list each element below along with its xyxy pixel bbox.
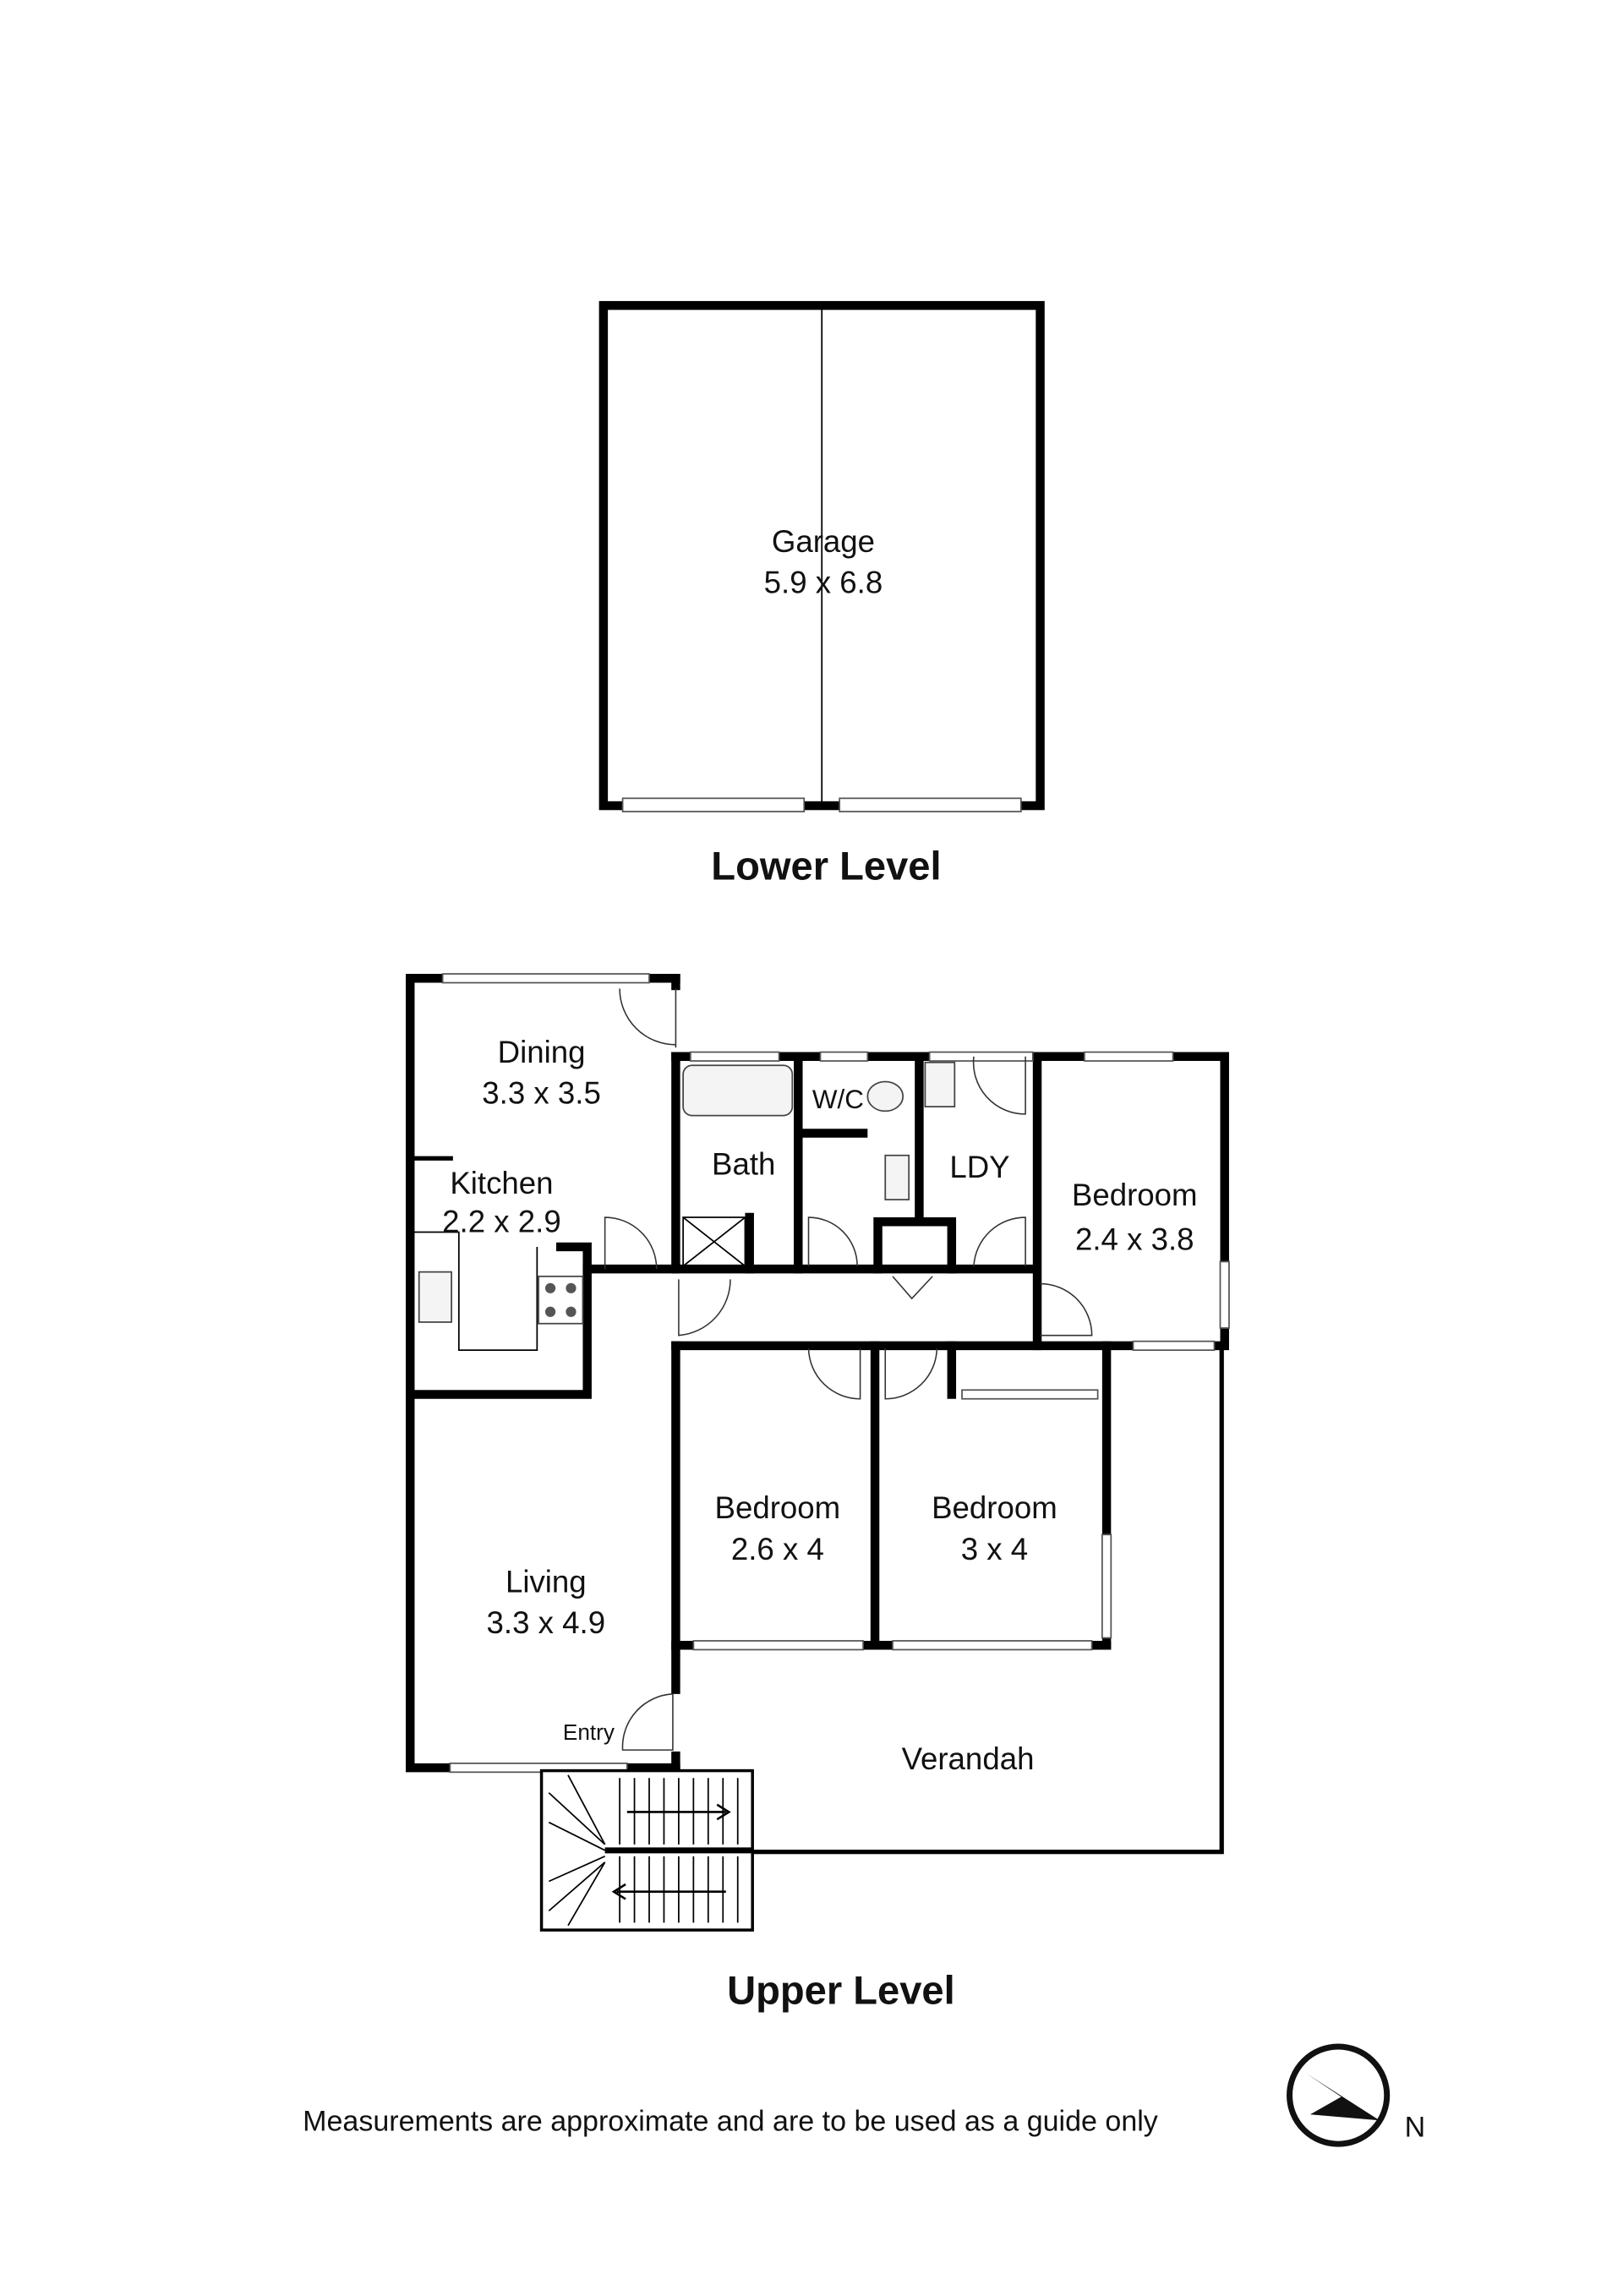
stair-arrow-icon [626, 1803, 731, 1821]
entry-door-swing [621, 1693, 674, 1751]
bedroom-east-size: 2.4 x 3.8 [1075, 1222, 1194, 1256]
compass-icon [1287, 2043, 1391, 2147]
window [961, 1389, 1099, 1400]
window [1132, 1340, 1216, 1351]
dining-size: 3.3 x 3.5 [482, 1076, 601, 1111]
upper-level-title: Upper Level [727, 1967, 955, 2012]
cooktop [538, 1275, 584, 1325]
garage-size: 5.9 x 6.8 [764, 566, 883, 600]
toilet [866, 1080, 904, 1112]
lower-level-plan: Garage 5.9 x 6.8 Lower Level [598, 301, 1045, 888]
window [1219, 1260, 1230, 1329]
window [1084, 1051, 1174, 1062]
door-swing [973, 1216, 1026, 1266]
bathtub [682, 1064, 794, 1117]
window [928, 1051, 1034, 1062]
shower [682, 1216, 746, 1267]
door-swing [807, 1348, 861, 1400]
bedroom-south-size: 3 x 4 [961, 1532, 1028, 1566]
window [1101, 1533, 1112, 1639]
north-label: N [1405, 2111, 1426, 2143]
laundry-label: LDY [949, 1150, 1009, 1184]
door-swing [619, 988, 677, 1048]
window [690, 1051, 780, 1062]
living-label: Living [505, 1564, 587, 1599]
staircase [539, 1768, 754, 1932]
verandah-label: Verandah [902, 1741, 1035, 1776]
door-swing [1040, 1282, 1093, 1337]
basin [884, 1154, 910, 1200]
kitchen-bench [413, 1231, 538, 1351]
garage-label: Garage [772, 524, 875, 559]
bath-label: Bath [712, 1146, 775, 1181]
disclaimer: Measurements are approximate and are to … [303, 2105, 1158, 2137]
door-swing [678, 1279, 731, 1337]
stair-arrow-icon [611, 1883, 726, 1900]
window [441, 973, 650, 984]
entry-label: Entry [563, 1719, 615, 1745]
garage-door [621, 797, 806, 812]
bedroom-mid-size: 2.6 x 4 [731, 1532, 824, 1566]
wall [873, 1217, 957, 1274]
bedroom-south-label: Bedroom [932, 1490, 1057, 1525]
window [449, 1762, 628, 1774]
garage-door [839, 797, 1022, 812]
window [892, 1640, 1093, 1651]
upper-level-plan: Dining 3.3 x 3.5 Kitchen 2.2 x 2.9 Bath … [406, 973, 1230, 2012]
living-size: 3.3 x 4.9 [487, 1605, 606, 1640]
kitchen-sink [418, 1271, 452, 1323]
door-swing [884, 1348, 938, 1400]
kitchen-size: 2.2 x 2.9 [442, 1204, 561, 1238]
door-swing [807, 1216, 858, 1266]
window [819, 1051, 869, 1062]
bedroom-east-label: Bedroom [1072, 1178, 1198, 1212]
wc-label: W/C [812, 1085, 864, 1114]
door-swing [972, 1056, 1026, 1115]
kitchen-wall [406, 1242, 592, 1399]
window [692, 1640, 864, 1651]
kitchen-label: Kitchen [450, 1166, 553, 1200]
dining-label: Dining [498, 1035, 586, 1069]
lower-level-title: Lower Level [711, 843, 941, 888]
door-swing [604, 1216, 658, 1270]
bedroom-mid-label: Bedroom [715, 1490, 841, 1525]
verandah-outline [752, 1345, 1224, 1855]
door-swing [892, 1276, 933, 1300]
laundry-tub [924, 1061, 956, 1107]
